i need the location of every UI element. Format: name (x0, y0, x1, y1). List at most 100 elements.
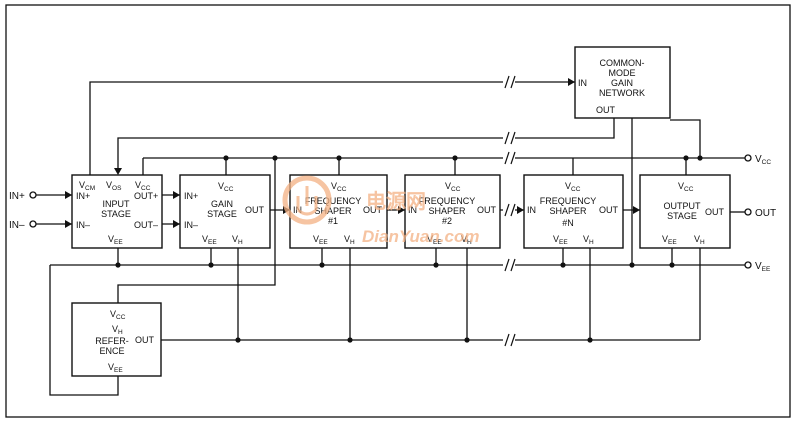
watermark-plug-icon (296, 186, 318, 216)
fs1-vee-label: VEE (313, 234, 328, 246)
arrow-vos-in (114, 168, 122, 175)
output-out-label: OUT (705, 207, 725, 217)
watermark-logo-text: 电源网 (366, 190, 426, 213)
ref-out-label: OUT (135, 335, 155, 345)
input-stage-block (71, 174, 163, 249)
fsn-vcc-label: VCC (565, 181, 581, 193)
ref-vh-label: VH (112, 324, 123, 336)
output-title-line-2: STAGE (667, 211, 697, 221)
fs1-title-line-2: SHAPER (314, 206, 352, 216)
fs2-out-label: OUT (477, 205, 497, 215)
junctions (115, 155, 703, 343)
fs2-vh-label: VH (461, 234, 472, 246)
arrow-fsn-in (517, 206, 524, 214)
input-vcm-label: VCM (79, 180, 95, 192)
output-stage-block (639, 174, 731, 249)
fs2-title-line-1: FREQUENCY (419, 196, 476, 206)
fs2-vcc-label: VCC (445, 181, 461, 193)
out-terminal-label: OUT (755, 208, 776, 219)
vh-reference-labels: VCC VH REFER- ENCE OUT VEE (95, 309, 154, 374)
fs2-block (404, 174, 501, 249)
fs1-vh-label: VH (344, 234, 355, 246)
gain-title-line-1: GAIN (211, 199, 233, 209)
gain-in-plus-label: IN+ (184, 191, 198, 201)
terminal-out (744, 208, 752, 216)
cmg-title-line-4: NETWORK (599, 88, 645, 98)
input-vos-label: VOS (106, 180, 122, 192)
vcm-line (89, 81, 575, 175)
gain-out-label: OUT (245, 205, 265, 215)
watermark: 电源网 DianYuan.com (282, 175, 479, 246)
cmg-block (574, 46, 671, 119)
fsn-labels: VCC FREQUENCY SHAPER #N IN OUT VEE VH (527, 181, 619, 246)
input-title-line-1: INPUT (103, 199, 131, 209)
fsn-out-label: OUT (599, 205, 619, 215)
terminal-in-minus (29, 220, 37, 228)
block-outlines (71, 46, 731, 377)
input-out-plus-label: OUT+ (134, 191, 158, 201)
fsn-block (523, 174, 624, 249)
terminals (29, 154, 752, 269)
cmg-in-label: IN (578, 78, 587, 88)
ref-vee-label: VEE (108, 362, 123, 374)
fs2-title-line-3: #2 (442, 216, 452, 226)
arrow-cmg-in (568, 78, 575, 86)
output-vcc-label: VCC (678, 181, 694, 193)
watermark-text: DianYuan.com (362, 227, 479, 246)
fsn-vee-label: VEE (553, 234, 568, 246)
input-title-line-2: STAGE (101, 209, 131, 219)
cmg-out-line (117, 118, 615, 170)
fsn-in-label: IN (527, 205, 536, 215)
fsn-vh-label: VH (583, 234, 594, 246)
terminal-vcc (744, 154, 752, 162)
gain-vcc-label: VCC (218, 181, 234, 193)
gain-in-minus-label: IN– (184, 220, 198, 230)
arrow-fs2-in (398, 206, 405, 214)
cmg-title-line-3: GAIN (611, 78, 633, 88)
cmg-title-line-1: COMMON- (600, 58, 645, 68)
terminal-vee (744, 261, 752, 269)
vee-terminal-label: VEE (755, 261, 771, 273)
in-minus-terminal-label: IN– (9, 220, 25, 231)
line-break-marks (503, 75, 516, 347)
fs1-title-line-3: #1 (328, 216, 338, 226)
arrow-output-in (633, 206, 640, 214)
fs2-in-label: IN (408, 205, 417, 215)
output-stage-labels: VCC OUTPUT STAGE OUT VEE VH (662, 181, 725, 246)
ref-title-line-1: REFER- (95, 336, 129, 346)
arrow-gain-in-minus (173, 220, 180, 228)
cmg-title-line-2: MODE (609, 68, 636, 78)
arrow-in-plus (65, 191, 72, 199)
output-vee-label: VEE (662, 234, 677, 246)
watermark-logo-ring (282, 175, 332, 225)
fsn-title-line-3: #N (562, 218, 574, 228)
gain-stage-labels: VCC IN+ IN– GAIN STAGE OUT VEE VH (184, 181, 265, 246)
fs2-title-line-2: SHAPER (428, 206, 466, 216)
arrow-gain-in-plus (173, 191, 180, 199)
arrow-in-minus (65, 220, 72, 228)
ref-vcc-wire (117, 158, 276, 303)
cmg-out-label: OUT (596, 105, 616, 115)
fsn-title-line-1: FREQUENCY (540, 196, 597, 206)
fs1-out-label: OUT (363, 205, 383, 215)
input-stage-labels: VCM VOS VCC IN+ IN– OUT+ OUT– INPUT STAG… (76, 180, 158, 246)
gain-title-line-2: STAGE (207, 209, 237, 219)
fs2-vee-label: VEE (427, 234, 442, 246)
cmg-vcc-feed (670, 119, 701, 158)
input-out-minus-label: OUT– (134, 220, 158, 230)
vh-reference-block (71, 302, 162, 377)
fs2-labels: VCC FREQUENCY SHAPER #2 IN OUT VEE VH (408, 181, 497, 246)
fsn-title-line-2: SHAPER (549, 206, 587, 216)
output-vh-label: VH (694, 234, 705, 246)
wires (36, 81, 745, 396)
in-plus-terminal-label: IN+ (9, 191, 25, 202)
input-in-minus-label: IN– (76, 220, 90, 230)
fs1-title-line-1: FREQUENCY (305, 196, 362, 206)
ref-vee-wire (49, 265, 119, 396)
ref-vcc-label: VCC (110, 309, 126, 321)
terminal-labels: IN+ IN– VCC OUT VEE (9, 154, 776, 273)
terminal-in-plus (29, 191, 37, 199)
input-in-plus-label: IN+ (76, 191, 90, 201)
